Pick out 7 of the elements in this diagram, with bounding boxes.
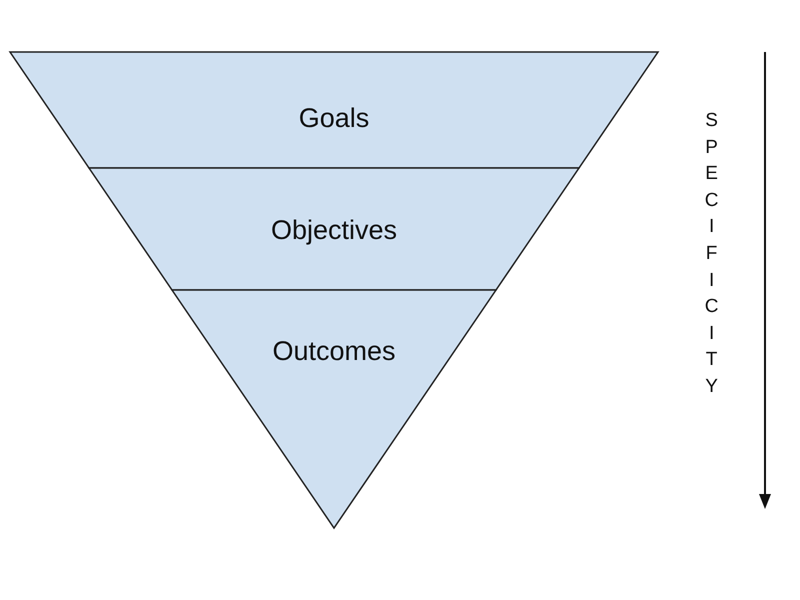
axis-label: SPECIFICITY — [704, 109, 720, 399]
level-label: Objectives — [270, 214, 398, 246]
funnel-level — [172, 290, 496, 528]
funnel-level — [10, 52, 658, 168]
funnel-level — [89, 168, 579, 290]
level-label: Goals — [298, 102, 370, 134]
level-label: Outcomes — [271, 335, 397, 368]
